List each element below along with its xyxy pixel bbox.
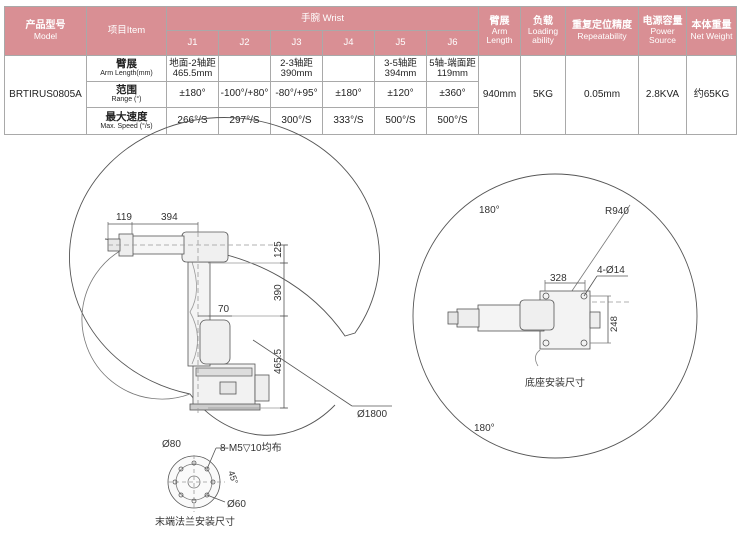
cell-arm-length: 940mm [478, 55, 521, 135]
radius-r940: R940 [605, 206, 629, 217]
cell-loading: 5KG [520, 55, 566, 135]
model-cell: BRTIRUS0805A [4, 55, 87, 135]
holes-4-dia14: 4-Ø14 [597, 265, 625, 276]
reach-circle [412, 173, 698, 459]
cell-range-j6: ±360° [426, 81, 479, 108]
dim-70: 70 [218, 304, 230, 315]
dim-394: 394 [161, 212, 178, 223]
cell-range-j1: ±180° [166, 81, 219, 108]
spec-table: 产品型号 Model 项目Item 手腕 Wrist 臂展 Arm Length… [4, 6, 737, 135]
header-repeatability: 重复定位精度 Repeatability [565, 6, 639, 56]
header-arm-length: 臂展 Arm Length [478, 6, 521, 56]
cell-power: 2.8KVA [638, 55, 687, 135]
flange-angle-45: 45° [226, 469, 240, 486]
cell-speed-j2: 297°/S [218, 107, 271, 135]
header-wrist: 手腕 Wrist [166, 6, 479, 31]
dim-328: 328 [550, 273, 567, 284]
side-view-drawing [69, 117, 392, 436]
angle-180-bottom: 180° [474, 423, 495, 434]
row-label-max-speed: 最大速度 Max. Speed (°/s) [86, 107, 167, 135]
dim-390: 390 [273, 284, 284, 301]
row-label-arm-length: 臂展 Arm Length(mm) [86, 55, 167, 82]
flange-dia-80: Ø80 [162, 439, 181, 450]
base-mount-caption: 底座安装尺寸 [525, 376, 585, 389]
dim-248: 248 [609, 316, 620, 332]
cell-range-j2: -100°/+80° [218, 81, 271, 108]
cell-speed-j5: 500°/S [374, 107, 427, 135]
header-j4: J4 [322, 30, 375, 56]
header-model: 产品型号 Model [4, 6, 87, 56]
cell-range-j3: -80°/+95° [270, 81, 323, 108]
flange-drawing [167, 447, 226, 512]
flange-holes-label: 8-M5▽10均布 [220, 442, 282, 454]
cell-weight: 约65KG [686, 55, 737, 135]
dim-dia-1800: Ø1800 [357, 409, 387, 420]
header-item: 项目Item [86, 6, 167, 56]
elbow-housing [181, 231, 229, 263]
dim-119: 119 [116, 212, 132, 223]
angle-180-top: 180° [479, 205, 500, 216]
header-j5: J5 [374, 30, 427, 56]
cell-speed-j6: 500°/S [426, 107, 479, 135]
flange-caption: 末端法兰安装尺寸 [155, 515, 235, 528]
header-power: 电源容量 Power Source [638, 6, 687, 56]
cell-repeatability: 0.05mm [565, 55, 639, 135]
base-connector [219, 381, 237, 395]
header-loading: 负载 Loading ability [520, 6, 566, 56]
header-j2: J2 [218, 30, 271, 56]
dim-465-5: 465.5 [273, 349, 284, 374]
flange-dia-60: Ø60 [227, 499, 246, 510]
top-view-drawing [412, 173, 698, 459]
header-j6: J6 [426, 30, 479, 56]
cell-speed-j3: 300°/S [270, 107, 323, 135]
dim-125: 125 [273, 241, 284, 258]
